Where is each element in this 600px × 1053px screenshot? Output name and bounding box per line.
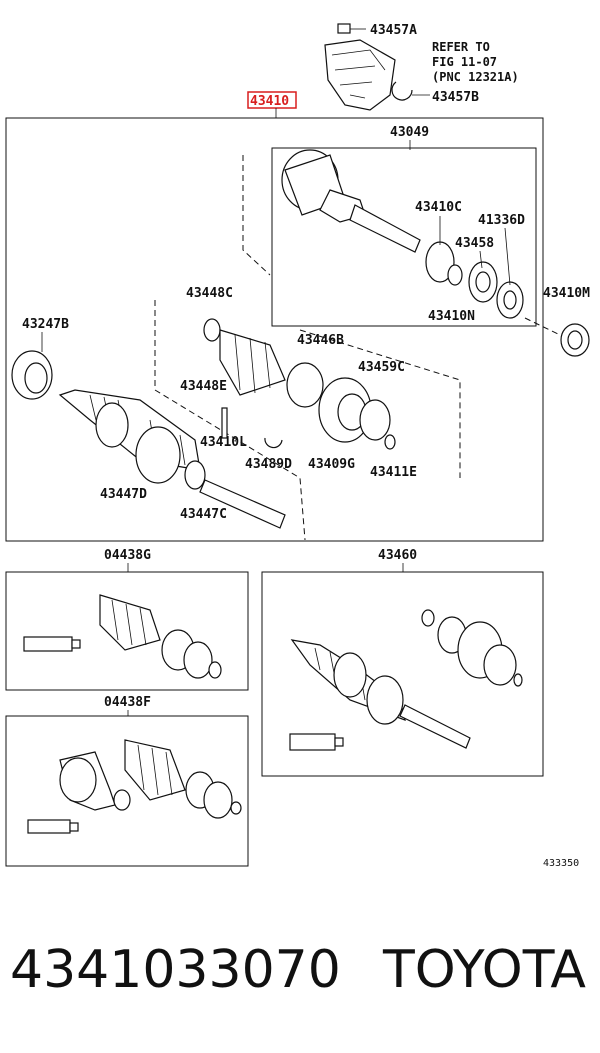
figure-number: 433350 <box>543 858 579 869</box>
shaft-kit-43460 <box>289 609 523 751</box>
part-label-43448e: 43448E <box>180 379 227 394</box>
part-label-43409g: 43409G <box>308 457 355 472</box>
refer-note-line3: (PNC 12321A) <box>432 70 519 84</box>
kit-frame-04438f <box>5 715 249 867</box>
part-label-43410m: 43410M <box>543 286 590 301</box>
refer-note-line2: FIG 11-07 <box>432 55 497 69</box>
part-label-43457b: 43457B <box>432 90 479 105</box>
seal-43410m <box>524 317 590 357</box>
boot-kit-04438g <box>23 594 222 679</box>
kit-frame-04438g <box>5 571 249 691</box>
assembly-label: 43410 <box>250 94 289 109</box>
part-label-43489d: 43489D <box>245 457 292 472</box>
part-label-43458: 43458 <box>455 236 494 251</box>
parts-diagram: 43457A REFER TO FIG 11-07 (PNC 12321A) 4… <box>5 23 590 869</box>
subassembly-frame-43049 <box>271 147 537 327</box>
part-label-04438g: 04438G <box>104 548 151 563</box>
part-label-43410c: 43410C <box>415 200 462 215</box>
outer-joint-43049 <box>281 149 524 319</box>
assembly-frame <box>5 117 544 542</box>
part-label-43457a: 43457A <box>370 23 417 38</box>
bracket-43457 <box>324 23 430 111</box>
part-label-41336d: 41336D <box>478 213 525 228</box>
part-label-43410l: 43410L <box>200 435 247 450</box>
part-label-43460: 43460 <box>378 548 417 563</box>
boot-kit-04438f <box>27 739 242 834</box>
dust-deflector-43247b <box>11 350 53 400</box>
part-label-43447d: 43447D <box>100 487 147 502</box>
part-label-43448c: 43448C <box>186 286 233 301</box>
part-label-43247b: 43247B <box>22 317 69 332</box>
part-label-43410n: 43410N <box>428 309 475 324</box>
part-label-43446b: 43446B <box>297 333 344 348</box>
kit-frame-43460 <box>261 571 544 777</box>
part-label-04438f: 04438F <box>104 695 151 710</box>
part-number: 4341033070 <box>10 940 341 1000</box>
part-label-43447c: 43447C <box>180 507 227 522</box>
part-label-43049: 43049 <box>390 125 429 140</box>
part-label-43411e: 43411E <box>370 465 417 480</box>
part-label-43459c: 43459C <box>358 360 405 375</box>
product-caption: 4341033070 TOYOTA <box>0 940 600 1010</box>
shaft-assembly <box>58 389 286 529</box>
brand-name: TOYOTA <box>383 940 586 1000</box>
inner-joint-boot <box>203 318 396 450</box>
assembly-highlight-box <box>247 91 297 109</box>
refer-note-line1: REFER TO <box>432 40 490 54</box>
